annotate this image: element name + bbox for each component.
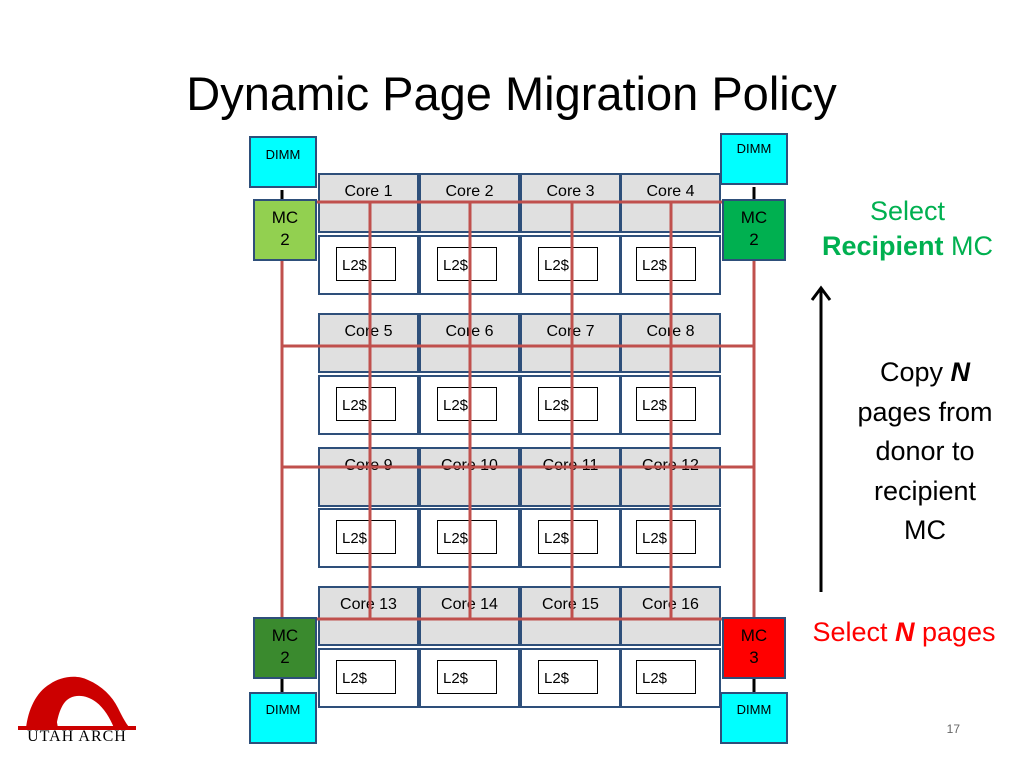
core-12: Core 12 xyxy=(620,447,721,507)
l2-cache: L2$ xyxy=(336,247,396,281)
core-11: Core 11 xyxy=(520,447,621,507)
core-15: Core 15 xyxy=(520,586,621,646)
core-16: Core 16 xyxy=(620,586,721,646)
l2-cache: L2$ xyxy=(538,387,598,421)
core-2: Core 2 xyxy=(419,173,520,233)
arch-icon xyxy=(18,676,136,730)
l2-cache: L2$ xyxy=(336,660,396,694)
copy-pages-label: Copy N pages from donor to recipient MC xyxy=(857,357,993,545)
select-n-pages-label: Select N pages xyxy=(812,617,996,647)
slide-title: Dynamic Page Migration Policy xyxy=(186,67,837,120)
l2-cache: L2$ xyxy=(636,520,696,554)
l2-cache: L2$ xyxy=(336,387,396,421)
core-6: Core 6 xyxy=(419,313,520,373)
l2-cache: L2$ xyxy=(437,520,497,554)
core-9: Core 9 xyxy=(318,447,419,507)
l2-cache: L2$ xyxy=(437,660,497,694)
core-5: Core 5 xyxy=(318,313,419,373)
dimm-bottom-left: DIMM xyxy=(249,692,317,744)
l2-cache: L2$ xyxy=(538,520,598,554)
l2-cache: L2$ xyxy=(636,387,696,421)
core-14: Core 14 xyxy=(419,586,520,646)
l2-cache: L2$ xyxy=(538,247,598,281)
logo-text: UTAH ARCH xyxy=(27,728,127,745)
dimm-bottom-right: DIMM xyxy=(720,692,788,744)
utah-arch-logo: UTAH ARCH xyxy=(14,670,140,745)
core-13: Core 13 xyxy=(318,586,419,646)
core-8: Core 8 xyxy=(620,313,721,373)
l2-cache: L2$ xyxy=(538,660,598,694)
l2-cache: L2$ xyxy=(437,247,497,281)
core-1: Core 1 xyxy=(318,173,419,233)
up-arrow-icon xyxy=(810,285,832,592)
l2-cell xyxy=(419,648,520,708)
dimm-top-right: DIMM xyxy=(720,133,788,185)
core-7: Core 7 xyxy=(520,313,621,373)
page-number: 17 xyxy=(946,722,960,736)
core-4: Core 4 xyxy=(620,173,721,233)
select-recipient-label: Select Recipient MC xyxy=(821,196,994,261)
l2-cache: L2$ xyxy=(636,247,696,281)
l2-cache: L2$ xyxy=(336,520,396,554)
dimm-top-left: DIMM xyxy=(249,136,317,188)
core-3: Core 3 xyxy=(520,173,621,233)
l2-cache: L2$ xyxy=(636,660,696,694)
l2-cache: L2$ xyxy=(437,387,497,421)
core-10: Core 10 xyxy=(419,447,520,507)
